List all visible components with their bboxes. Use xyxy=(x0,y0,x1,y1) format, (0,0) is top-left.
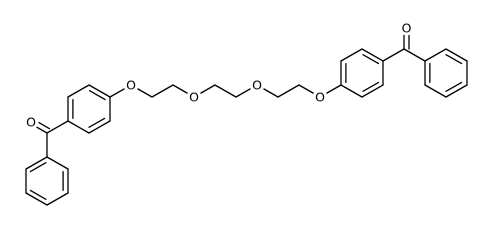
bond xyxy=(277,84,300,98)
ether-oxygen-4: O xyxy=(312,89,328,105)
bond xyxy=(340,48,363,62)
right-phenyl-ring xyxy=(403,48,468,98)
bond xyxy=(424,48,447,62)
bond xyxy=(445,84,468,98)
bond xyxy=(403,48,426,62)
oxygen-label: O xyxy=(402,21,412,36)
ether-oxygen-3: O xyxy=(249,77,265,93)
bond xyxy=(46,156,69,170)
bond xyxy=(67,120,90,134)
aromatic-double-bond xyxy=(362,54,380,65)
right-benzophenone-group xyxy=(340,34,468,98)
oxygen-label: O xyxy=(189,90,199,105)
aromatic-double-bond xyxy=(88,90,106,101)
bond xyxy=(25,192,48,206)
aromatic-double-bond xyxy=(445,81,463,92)
bond xyxy=(445,48,468,62)
bond xyxy=(382,48,405,62)
oxygen-label: O xyxy=(315,90,325,105)
atom-labels: O O O O O O xyxy=(23,20,414,130)
structure-diagram: O O O O O O xyxy=(23,20,468,206)
aromatic-double-bond xyxy=(445,54,463,65)
aromatic-double-bond xyxy=(29,162,47,173)
bond xyxy=(25,156,48,170)
oxygen-label: O xyxy=(252,78,262,93)
oxygen-label: O xyxy=(126,78,136,93)
left-phenyl-ring xyxy=(25,132,69,206)
bond xyxy=(46,120,69,134)
carbonyl-oxygen-right: O xyxy=(399,20,414,36)
aromatic-double-bond xyxy=(362,81,380,92)
ether-oxygen-1: O xyxy=(123,77,139,93)
bond xyxy=(46,192,69,206)
bond xyxy=(67,84,90,98)
bond xyxy=(340,84,363,98)
left-benzophenone-group xyxy=(25,84,111,206)
oxygen-label: O xyxy=(26,115,36,130)
left-inner-benzene-ring xyxy=(67,84,111,134)
bond xyxy=(88,84,111,98)
bond xyxy=(88,120,111,134)
aromatic-double-bond xyxy=(29,189,47,200)
bond xyxy=(424,84,447,98)
polyether-linker xyxy=(109,84,342,98)
bond xyxy=(361,48,384,62)
bond xyxy=(361,84,384,98)
bond xyxy=(151,84,174,98)
ether-oxygen-2: O xyxy=(186,89,202,105)
aromatic-double-bond xyxy=(88,117,106,128)
bond xyxy=(214,84,237,98)
right-inner-benzene-ring xyxy=(340,48,384,98)
carbonyl-bond xyxy=(35,126,48,134)
carbonyl-oxygen-left: O xyxy=(23,114,39,130)
carbonyl-bond xyxy=(38,121,51,130)
